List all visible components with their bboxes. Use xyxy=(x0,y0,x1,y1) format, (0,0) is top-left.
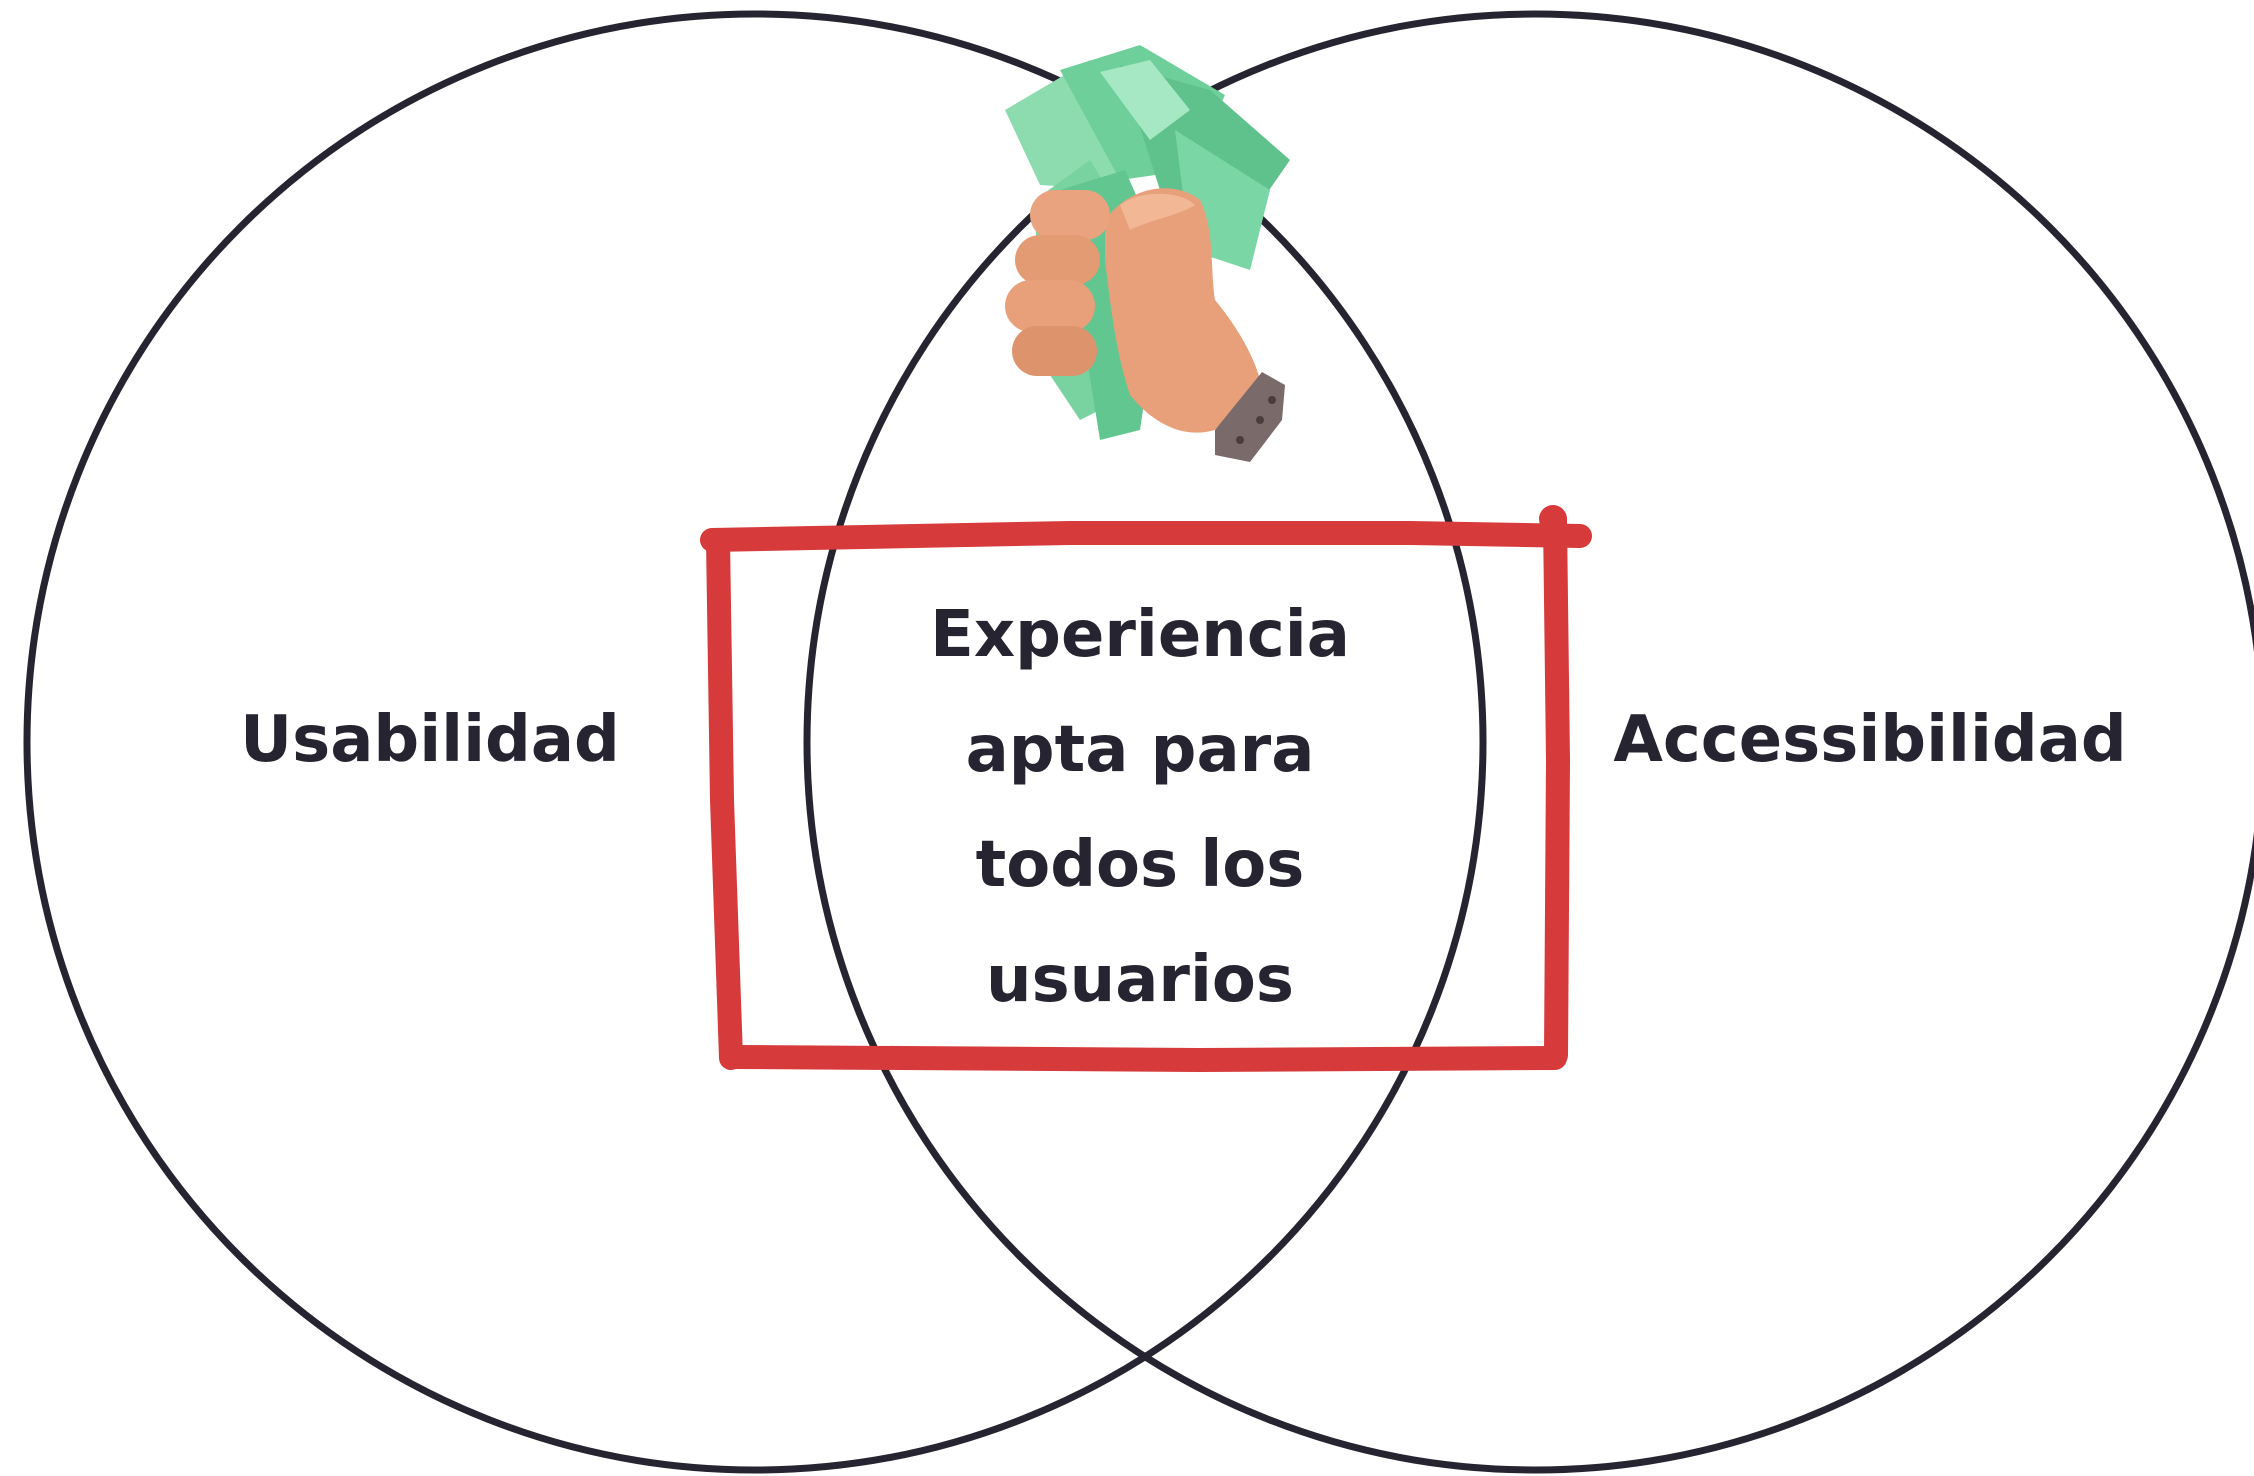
intersection-line-3: todos los xyxy=(975,828,1305,902)
usability-circle xyxy=(23,10,1487,1474)
accessibility-label: Accessibilidad xyxy=(1613,703,2127,777)
intersection-label: Experiencia apta para todos los usuarios xyxy=(820,578,1460,1038)
intersection-line-1: Experiencia xyxy=(930,598,1350,672)
intersection-line-4: usuarios xyxy=(986,943,1294,1017)
highlight-box xyxy=(700,505,1592,1072)
accessibility-circle xyxy=(803,10,2254,1474)
hand-holding-money-icon xyxy=(1005,45,1290,462)
usability-label: Usabilidad xyxy=(240,703,620,777)
intersection-line-2: apta para xyxy=(965,713,1315,787)
